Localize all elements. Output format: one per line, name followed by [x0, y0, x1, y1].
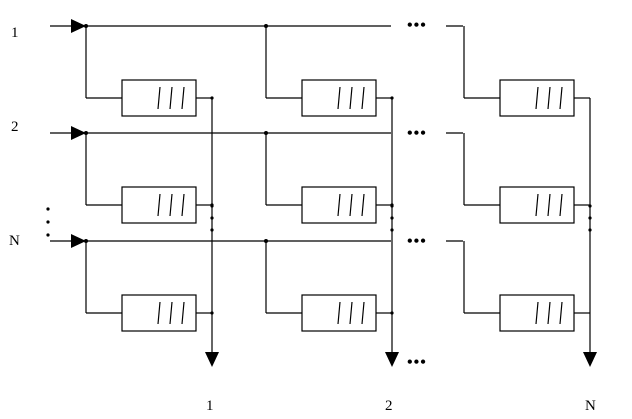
- output-bus-2-dot-2: [390, 216, 394, 220]
- junction-r2-c1: [84, 131, 88, 135]
- output-arrow-3: [583, 352, 597, 367]
- buffer-slot-rn-c2-2: [349, 301, 353, 325]
- buffer-slot-r1-c2-2: [349, 86, 353, 110]
- output-bus-2-dot-3: [390, 228, 394, 232]
- buffer-slot-r1-c3-2: [547, 86, 551, 110]
- buffer-slot-r1-c2-3: [361, 86, 365, 110]
- output-arrow-2: [385, 352, 399, 367]
- output-bus-3-dot-1: [588, 204, 592, 208]
- output-arrow-1: [205, 352, 219, 367]
- buffer-slot-r2-c2-3: [361, 193, 365, 217]
- bus-junction-r2-c2: [390, 203, 394, 207]
- junction-r2-c2: [264, 131, 268, 135]
- rowN-ellipsis: •••: [407, 233, 427, 250]
- input-vertical-ellipsis: [46, 207, 50, 237]
- buffer-slot-rn-c3-1: [535, 301, 539, 325]
- buffer-slot-rn-c3-2: [547, 301, 551, 325]
- output-label-1: 1: [206, 398, 214, 414]
- buffer-slot-r1-c1-3: [181, 86, 185, 110]
- buffer-slot-r2-c1-3: [181, 193, 185, 217]
- bus-junction-rn-c2: [390, 311, 394, 315]
- buffer-slot-rn-c3-3: [559, 301, 563, 325]
- bus-junction-r1-c1: [210, 96, 214, 100]
- output-bus-1-dot-3: [210, 228, 214, 232]
- buffer-slot-r2-c1-2: [169, 193, 173, 217]
- row2-ellipsis: •••: [407, 125, 427, 142]
- output-label-n: N: [585, 398, 596, 414]
- buffer-slot-rn-c1-3: [181, 301, 185, 325]
- buffer-slot-rn-c1-2: [169, 301, 173, 325]
- junction-r1-c2: [264, 24, 268, 28]
- input-label-n: N: [9, 233, 20, 249]
- buffer-slot-r1-c1-1: [157, 86, 161, 110]
- buffer-slot-r2-c3-2: [547, 193, 551, 217]
- buffer-slot-r1-c2-1: [337, 86, 341, 110]
- junction-rn-c1: [84, 239, 88, 243]
- output-bus-3-dot-3: [588, 228, 592, 232]
- buffer-slot-r1-c1-2: [169, 86, 173, 110]
- output-label-2: 2: [385, 398, 393, 414]
- buffer-slot-r1-c3-1: [535, 86, 539, 110]
- buffer-slot-r2-c2-1: [337, 193, 341, 217]
- buffer-slot-rn-c1-1: [157, 301, 161, 325]
- output-ellipsis: •••: [407, 354, 427, 371]
- buffer-slot-r1-c3-3: [559, 86, 563, 110]
- buffer-slot-r2-c1-1: [157, 193, 161, 217]
- bus-junction-r2-c1: [210, 203, 214, 207]
- row1-ellipsis: •••: [407, 17, 427, 34]
- buffer-slot-rn-c2-3: [361, 301, 365, 325]
- buffer-slot-rn-c2-1: [337, 301, 341, 325]
- bus-junction-r1-c2: [390, 96, 394, 100]
- buffer-slot-r2-c3-3: [559, 193, 563, 217]
- output-bus-1-dot-2: [210, 216, 214, 220]
- buffer-slot-r2-c3-1: [535, 193, 539, 217]
- output-bus-3-dot-2: [588, 216, 592, 220]
- input-label-1: 1: [11, 25, 19, 41]
- junction-rn-c2: [264, 239, 268, 243]
- buffer-slot-r2-c2-2: [349, 193, 353, 217]
- crossbar-wiring: [50, 19, 597, 367]
- junction-r1-c1: [84, 24, 88, 28]
- input-label-2: 2: [11, 119, 19, 135]
- bus-junction-rn-c1: [210, 311, 214, 315]
